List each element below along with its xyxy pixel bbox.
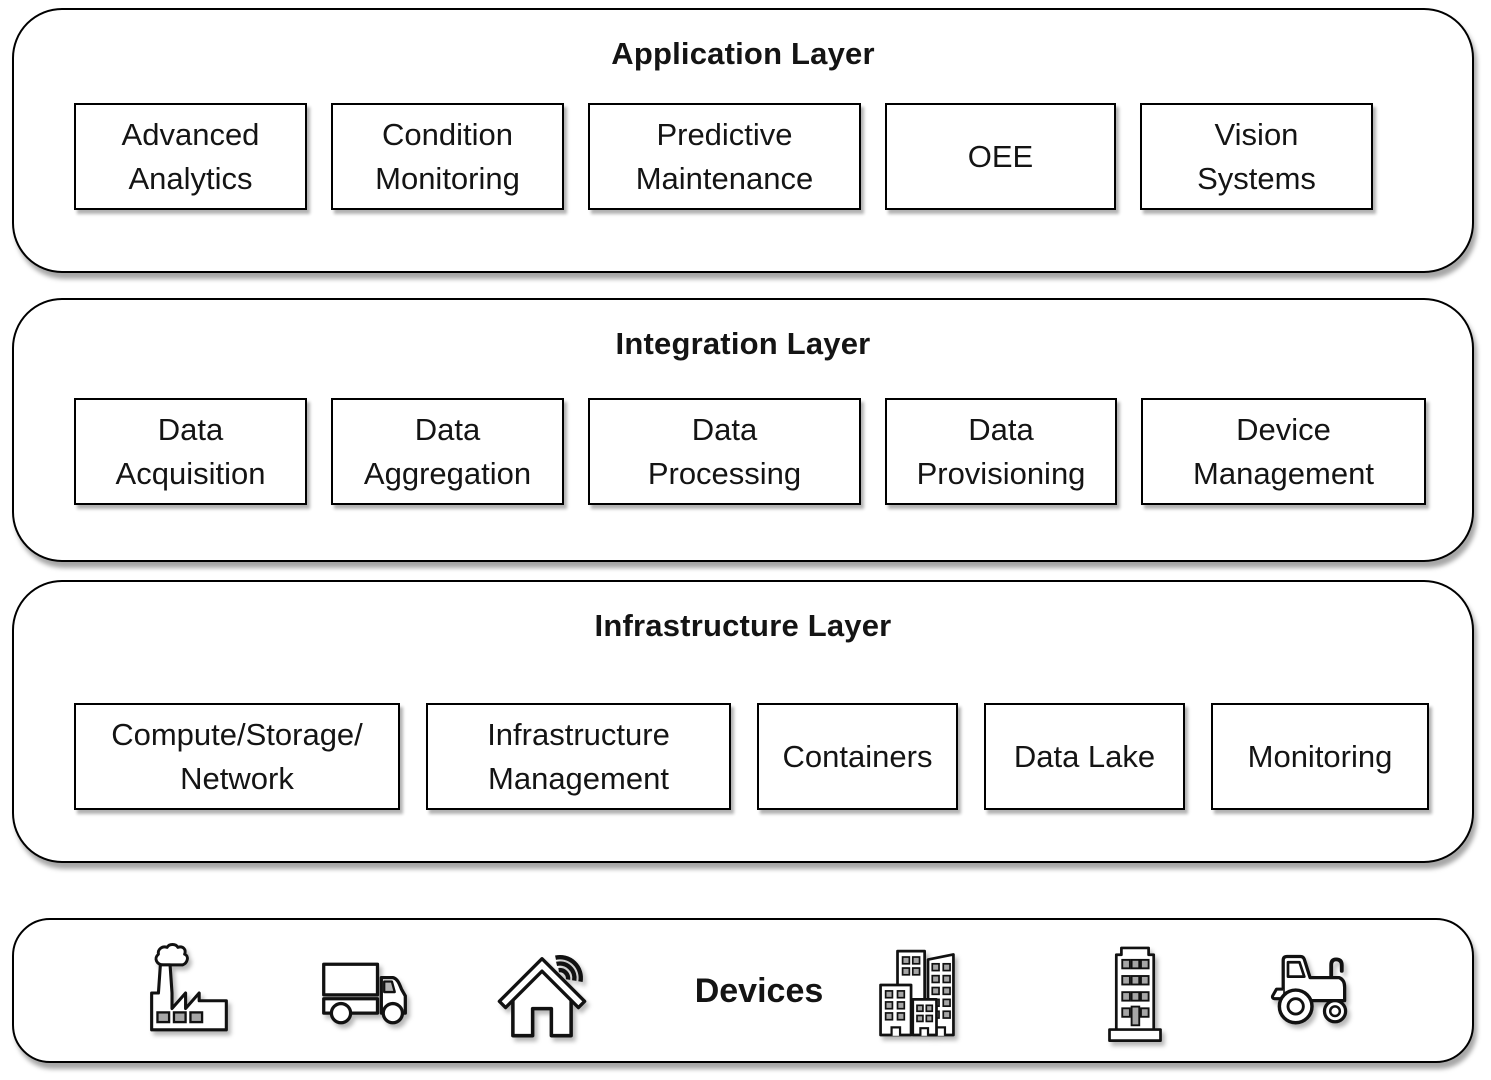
factory-icon <box>140 943 237 1043</box>
box-data-provisioning: Data Provisioning <box>885 398 1117 505</box>
box-vision-systems: Vision Systems <box>1140 103 1373 210</box>
office-building-icon <box>1101 942 1169 1044</box>
infrastructure-layer-title: Infrastructure Layer <box>594 608 892 643</box>
box-predictive-maintenance: Predictive Maintenance <box>588 103 861 210</box>
box-compute-storage-network: Compute/Storage/ Network <box>74 703 400 810</box>
devices-layer: Devices <box>12 918 1474 1063</box>
box-data-processing: Data Processing <box>588 398 861 505</box>
box-data-aggregation: Data Aggregation <box>331 398 564 505</box>
box-infrastructure-management: Infrastructure Management <box>426 703 731 810</box>
infrastructure-layer-row: Compute/Storage/ Network Infrastructure … <box>74 703 1429 810</box>
integration-layer-row: Data Acquisition Data Aggregation Data P… <box>74 398 1426 505</box>
integration-layer-title: Integration Layer <box>615 326 871 361</box>
application-layer-row: Advanced Analytics Condition Monitoring … <box>74 103 1373 210</box>
box-data-acquisition: Data Acquisition <box>74 398 307 505</box>
city-buildings-icon <box>874 946 960 1046</box>
devices-label: Devices <box>694 972 824 1010</box>
infrastructure-layer: Infrastructure Layer Compute/Storage/ Ne… <box>12 580 1474 863</box>
box-advanced-analytics: Advanced Analytics <box>74 103 307 210</box>
box-monitoring: Monitoring <box>1211 703 1429 810</box>
truck-icon <box>317 953 413 1033</box>
box-containers: Containers <box>757 703 958 810</box>
smart-home-icon <box>490 940 594 1044</box>
box-data-lake: Data Lake <box>984 703 1185 810</box>
box-condition-monitoring: Condition Monitoring <box>331 103 564 210</box>
tractor-icon <box>1264 948 1360 1036</box>
box-oee: OEE <box>885 103 1116 210</box>
integration-layer: Integration Layer Data Acquisition Data … <box>12 298 1474 562</box>
application-layer: Application Layer Advanced Analytics Con… <box>12 8 1474 273</box>
application-layer-title: Application Layer <box>611 36 875 71</box>
box-device-management: Device Management <box>1141 398 1426 505</box>
